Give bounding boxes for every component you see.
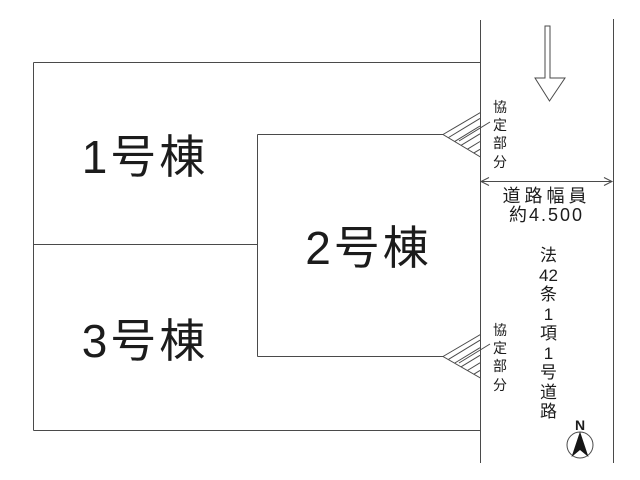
north-compass-icon [566,431,594,459]
building-1-label: 1号棟 [81,130,209,183]
agreement-char: 分 [493,376,507,393]
agreement-label-top: 協 定 部 分 [490,98,510,171]
road-law-designation: 法 42 条 1 項 1 号 道 路 [534,246,563,422]
agreement-char: 分 [493,153,507,170]
law-line: 道 [540,382,557,402]
agreement-char: 定 [493,117,507,134]
road-width-dimension-arrow [479,177,614,186]
agreement-char: 定 [493,340,507,357]
building-2-outline [257,134,443,357]
agreement-char: 協 [493,99,507,115]
agreement-leader-top [458,121,491,142]
agreement-char: 協 [493,322,507,338]
building-2-label: 2号棟 [305,222,432,274]
agreement-char: 部 [493,358,507,375]
law-line: 法 [540,246,557,265]
road-direction-arrow-icon [534,25,566,102]
law-line: 42 [539,265,558,285]
agreement-hatch-top [442,111,491,158]
agreement-char: 部 [493,135,507,152]
compass-north-label: N [574,417,586,433]
law-line: 条 [540,285,557,304]
law-line: 項 [540,324,557,343]
law-line: 1 [543,343,554,363]
agreement-hatch-bottom [442,333,491,379]
agreement-leader-bottom [458,343,491,364]
road-width-value: 約4.500 [508,205,585,225]
law-line: 1 [543,304,554,324]
law-line: 路 [540,402,557,421]
road-width-annotation: 道路幅員 約4.500 [480,187,613,225]
road-width-title: 道路幅員 [502,186,591,206]
agreement-label-bottom: 協 定 部 分 [490,321,510,394]
building-3-label: 3号棟 [81,314,209,367]
law-line: 号 [540,363,557,382]
lot-boundary [33,62,481,431]
